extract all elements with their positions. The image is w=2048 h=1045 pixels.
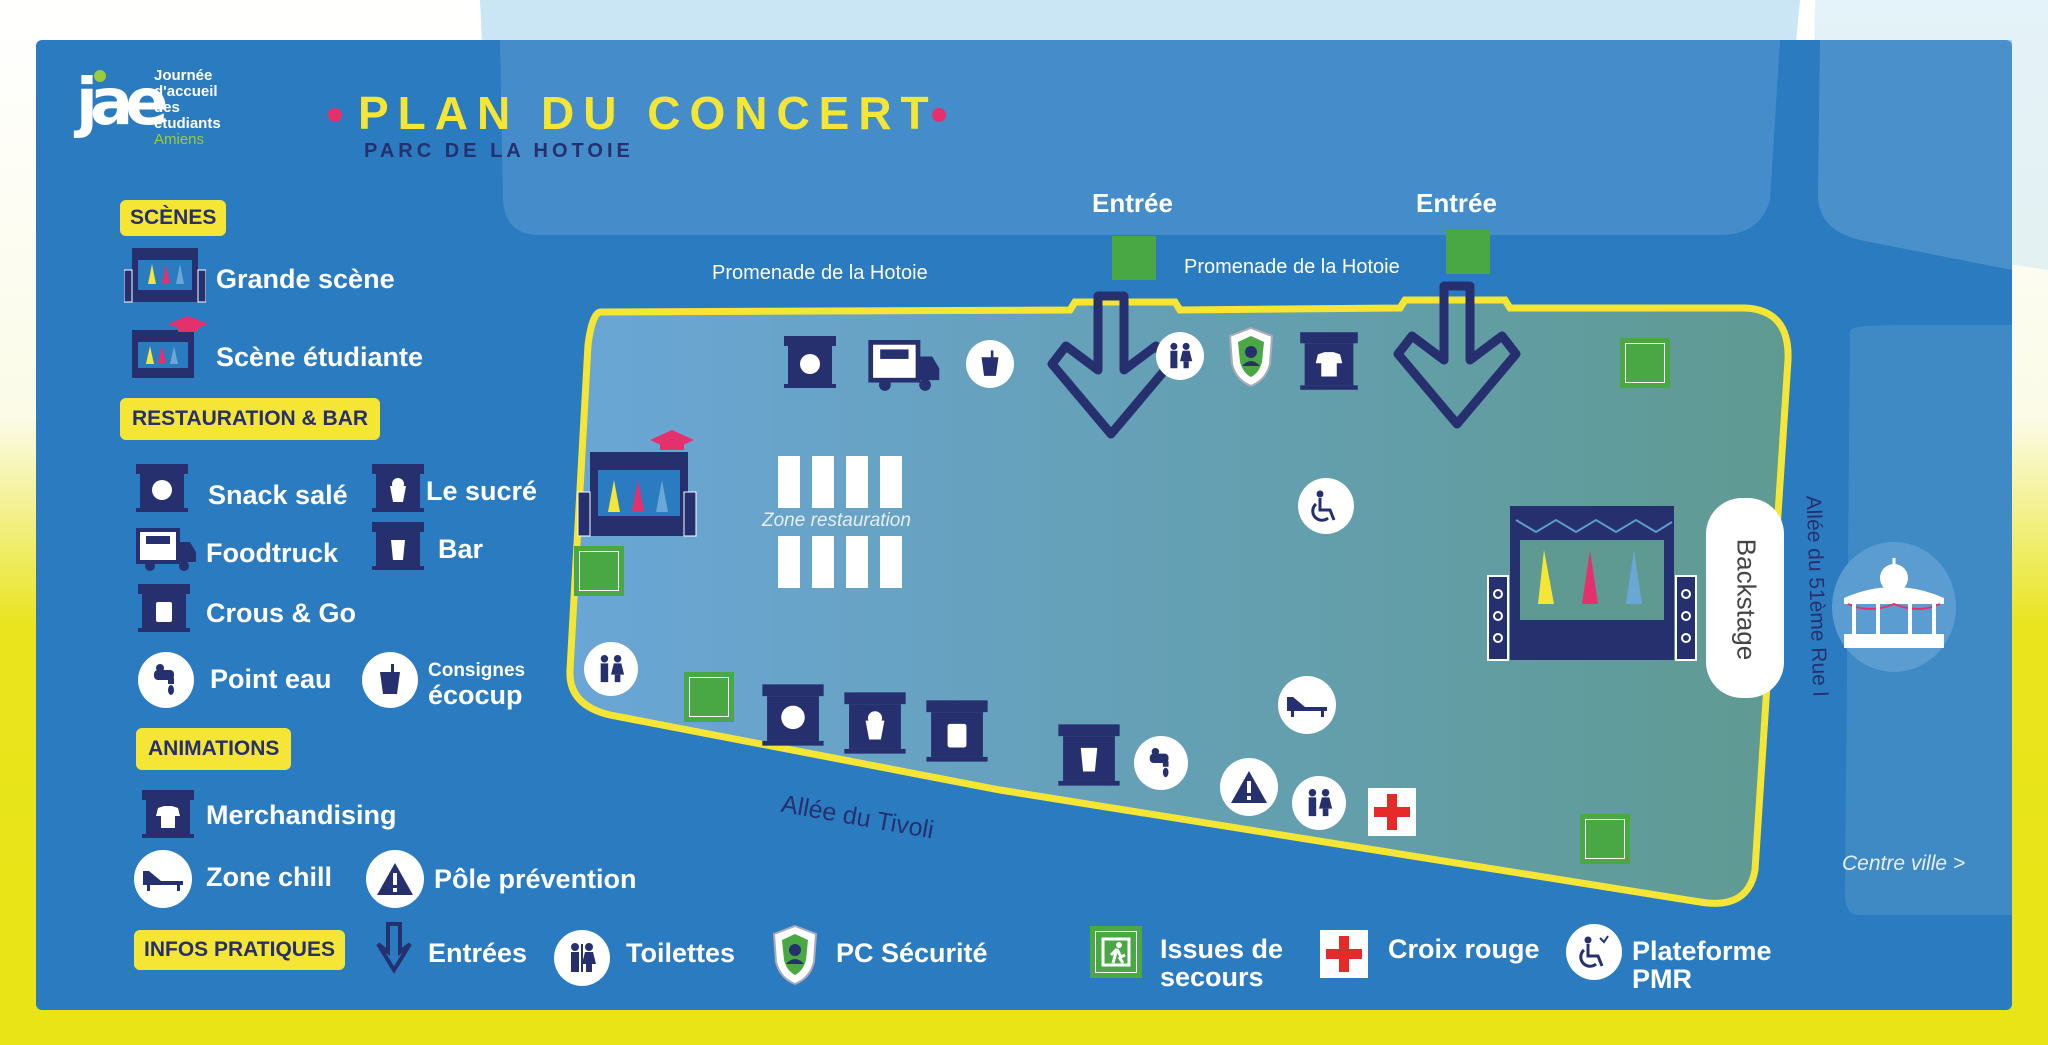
legend-toilettes: Toilettes — [626, 938, 736, 968]
emergency-exit-icon — [574, 546, 624, 596]
legend-header-infos: INFOS PRATIQUES — [134, 930, 345, 970]
backstage-label: Backstage — [1731, 538, 1762, 661]
legend-header-resto: RESTAURATION & BAR — [120, 398, 381, 440]
scene-etudiante-map — [577, 430, 697, 537]
page-title: PLAN DU CONCERT — [358, 87, 938, 139]
crous-stall-icon — [926, 700, 988, 762]
le-sucre-icon — [372, 464, 424, 512]
legend-merchandising: Merchandising — [206, 800, 397, 830]
title-dot-left — [328, 108, 342, 122]
logo-line2: d'accueil — [154, 83, 218, 100]
crous-go-icon — [138, 584, 190, 632]
legend-point-eau: Point eau — [210, 664, 332, 694]
promenade-label-left: Promenade de la Hotoie — [712, 262, 928, 284]
toilettes-icon — [584, 642, 638, 696]
toilettes-icon — [1292, 776, 1346, 830]
legend-le-sucre: Le sucré — [426, 476, 538, 506]
legend-crous-go: Crous & Go — [206, 598, 357, 628]
legend-grande-scene: Grande scène — [216, 264, 395, 294]
issues-secours-icon — [1090, 926, 1142, 978]
pmr-icon — [1566, 924, 1622, 980]
logo-dot — [94, 70, 106, 82]
toilettes-icon — [554, 930, 610, 986]
foodtruck-icon — [868, 340, 940, 391]
logo: jae Journée d'accueil des étudiants Amie… — [76, 64, 276, 164]
merch-stall-icon — [1300, 332, 1358, 390]
foodtruck-icon — [136, 528, 196, 571]
legend-croix-rouge: Croix rouge — [1388, 934, 1540, 964]
snack-sale-icon — [136, 464, 188, 512]
emergency-exit-icon — [1446, 230, 1490, 274]
kiosque-icon — [1832, 542, 1956, 672]
zone-restauration-label: Zone restauration — [762, 510, 911, 531]
legend-entrees: Entrées — [428, 938, 528, 968]
legend-header-animations: ANIMATIONS — [136, 728, 292, 770]
bar-icon — [372, 522, 424, 570]
logo-text: Journée d'accueil des étudiants Amiens — [154, 68, 221, 148]
point-eau-icon — [1134, 736, 1188, 790]
pmr-icon — [1298, 478, 1354, 534]
legend-bar: Bar — [438, 534, 484, 564]
snack-stall-icon — [762, 684, 824, 746]
entree-arrow-icon — [1393, 281, 1521, 429]
emergency-exit-icon — [684, 672, 734, 722]
bar-stall-icon — [1058, 724, 1120, 786]
pc-securite-icon — [772, 924, 818, 986]
prevention-icon — [366, 850, 424, 908]
sucre-stall-icon — [844, 692, 906, 754]
legend-issues-1: Issues de — [1160, 934, 1284, 964]
entree-arrow-icon — [376, 922, 412, 974]
emergency-exit-icon — [1580, 814, 1630, 864]
pc-securite-icon — [1228, 326, 1274, 388]
legend-issues-2: secours — [1160, 962, 1264, 992]
promenade-label-right: Promenade de la Hotoie — [1184, 256, 1400, 278]
prevention-icon — [1220, 758, 1278, 816]
zone-chill-icon — [1278, 676, 1336, 734]
croix-rouge-icon — [1368, 788, 1416, 836]
title-dot-right — [932, 108, 946, 122]
legend-consignes: Consignes — [428, 660, 526, 681]
centre-ville-label: Centre ville > — [1842, 852, 1966, 875]
logo-city: Amiens — [154, 131, 205, 148]
legend-ecocup: écocup — [428, 680, 523, 710]
legend-zone-chill: Zone chill — [206, 862, 333, 892]
emergency-exit-icon — [1620, 338, 1670, 388]
emergency-exit-icon — [1112, 236, 1156, 280]
logo-line3: des — [154, 99, 180, 116]
page-subtitle: PARC DE LA HOTOIE — [364, 140, 634, 162]
backstage — [1706, 498, 1784, 698]
grande-scene-map — [1487, 506, 1697, 661]
entree-label-right: Entrée — [1416, 188, 1497, 218]
toilettes-icon — [1156, 332, 1204, 380]
legend-scene-etudiante: Scène étudiante — [216, 342, 424, 372]
legend-pmr-1: Plateforme — [1632, 936, 1772, 966]
croix-rouge-icon — [1320, 930, 1368, 978]
point-eau-icon — [138, 652, 194, 708]
logo-line1: Journée — [154, 67, 213, 84]
grande-scene-icon — [124, 248, 206, 303]
logo-line4: étudiants — [154, 115, 221, 132]
scene-etudiante-icon — [132, 316, 208, 378]
entree-label-left: Entrée — [1092, 188, 1173, 218]
legend-snack-sale: Snack salé — [208, 480, 348, 510]
legend-pole-prevention: Pôle prévention — [434, 864, 637, 894]
legend-pmr-2: PMR — [1632, 964, 1692, 994]
ecocup-icon — [362, 652, 418, 708]
logo-letters: jae — [76, 66, 168, 140]
legend-pc-securite: PC Sécurité — [836, 938, 988, 968]
zone-chill-icon — [134, 850, 192, 908]
ecocup-icon — [966, 340, 1014, 388]
zone-restauration — [776, 454, 912, 590]
snack-stall-icon — [784, 336, 836, 388]
legend-header-scenes: SCÈNES — [120, 200, 227, 236]
entree-arrow-icon — [1047, 291, 1175, 439]
legend-foodtruck: Foodtruck — [206, 538, 338, 568]
merchandising-icon — [142, 790, 194, 838]
